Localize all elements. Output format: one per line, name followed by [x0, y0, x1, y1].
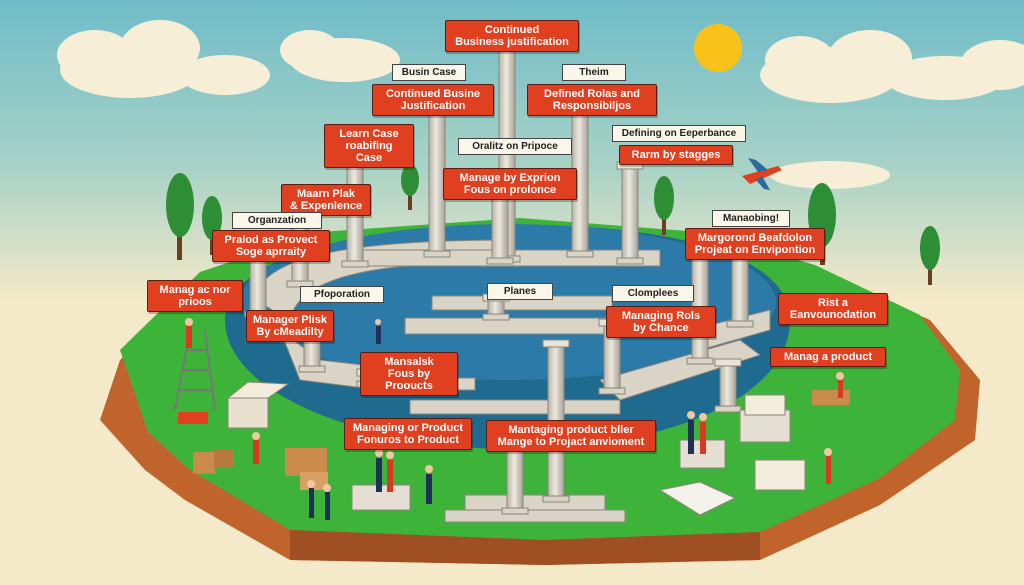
column-shaft: [732, 250, 748, 325]
white-label: Planes: [487, 283, 553, 300]
column-base: [617, 258, 643, 264]
red-label: Mansalsk Fous by Prooucts: [360, 352, 458, 396]
red-label: Manager Plisk By cMeadilty: [246, 310, 334, 342]
red-label: Manage by Exprion Fous on prolonce: [443, 168, 577, 200]
red-label: Managing Rols by Chance: [606, 306, 716, 338]
column-base: [342, 261, 368, 267]
sun-icon: [694, 24, 742, 72]
red-label: Continued Business justification: [445, 20, 579, 52]
red-label: Manag ac nor prioos: [147, 280, 243, 312]
column-base: [502, 508, 528, 514]
column-base: [687, 358, 713, 364]
red-label: Rist a Eanvounodation: [778, 293, 888, 325]
column-base: [483, 314, 509, 320]
red-label: Defined Rolas and Responsibiljos: [527, 84, 657, 116]
red-label: Manag a product: [770, 347, 886, 367]
column-base: [715, 406, 741, 412]
column-base: [299, 366, 325, 372]
red-label: Continued Busine Justification: [372, 84, 494, 116]
red-label: Pralod as Provect Soge aprraity: [212, 230, 330, 262]
red-label: Mantaging product bller Mange to Projact…: [486, 420, 656, 452]
column-base: [543, 496, 569, 502]
red-label: Learn Case roabifing Case: [324, 124, 414, 168]
column-base: [727, 321, 753, 327]
column-shaft: [622, 168, 638, 262]
white-label: Pfoporation: [300, 286, 384, 303]
red-label: Margorond Beafdolon Projeat on Enviponti…: [685, 228, 825, 260]
column-shaft: [720, 365, 736, 410]
white-label: Defining on Eeperbance: [612, 125, 746, 142]
column-shaft: [492, 190, 508, 262]
white-label: Busin Case: [392, 64, 466, 81]
column-capital: [715, 359, 741, 366]
column-base: [567, 251, 593, 257]
red-label: Managing or Product Fonuros to Product: [344, 418, 472, 450]
column-base: [424, 251, 450, 257]
white-label: Clomplees: [612, 285, 694, 302]
red-label: Rarm by stagges: [619, 145, 733, 165]
white-label: Organzation: [232, 212, 322, 229]
column-capital: [543, 340, 569, 347]
column-base: [599, 388, 625, 394]
white-label: Theim: [562, 64, 626, 81]
white-label: Oralitz on Pripoce: [458, 138, 572, 155]
white-label: Manaobing!: [712, 210, 790, 227]
column-base: [487, 258, 513, 264]
